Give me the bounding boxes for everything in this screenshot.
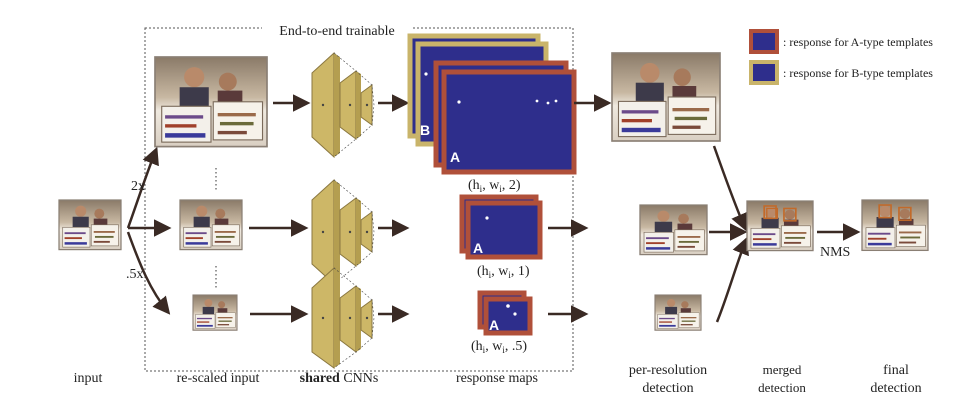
label-rescaled-input: re-scaled input	[177, 371, 260, 386]
per-resolution-detection-bot	[654, 294, 702, 331]
map-letter-a: A	[450, 149, 460, 165]
cnn-top	[311, 51, 375, 159]
response-map-mid: A	[459, 194, 543, 260]
trainable-title: End-to-end trainable	[279, 24, 394, 39]
map-bot-dimension: (hi, wi, .5)	[471, 339, 527, 355]
label-shared-cnns: shared CNNs	[300, 371, 379, 386]
cnn-bot	[311, 266, 375, 369]
legend-text-b: : response for B-type templates	[783, 66, 933, 80]
response-map-bot: A	[477, 290, 533, 336]
legend-text-a: : response for A-type templates	[783, 35, 933, 49]
label-per-resolution: per-resolution	[629, 363, 707, 378]
rescaled-input-05x	[192, 294, 238, 331]
legend-swatch-b	[749, 60, 779, 85]
label-merged: merged	[763, 362, 802, 377]
merged-detection	[746, 200, 814, 252]
label-input: input	[74, 371, 103, 386]
response-map-top: B A	[407, 33, 577, 175]
label-response-maps: response maps	[456, 371, 538, 386]
label-final: final	[883, 363, 909, 378]
legend-swatch-a	[749, 29, 779, 54]
scale-up-label: 2x	[131, 179, 145, 194]
map-letter-a: A	[473, 240, 483, 256]
rescaled-input-2x	[154, 56, 268, 148]
map-letter-a: A	[489, 317, 499, 333]
label-per-resolution-detection: detection	[642, 381, 693, 396]
label-final-detection: detection	[870, 381, 921, 396]
arrow-det-top-to-merged	[712, 145, 748, 232]
per-resolution-detection-top	[611, 52, 721, 142]
final-detection	[861, 199, 929, 252]
arrow-input-to-05x	[126, 231, 171, 315]
rescaled-input-1x	[179, 199, 243, 251]
scale-down-label: .5x	[126, 267, 144, 282]
arrow-det-bot-to-merged	[715, 236, 749, 323]
nms-label: NMS	[820, 245, 850, 260]
map-mid-dimension: (hi, wi, 1)	[477, 264, 530, 280]
input-image	[58, 199, 122, 251]
per-resolution-detection-mid	[639, 204, 708, 256]
label-merged-detection: detection	[758, 380, 806, 395]
cnn-layer	[311, 51, 340, 159]
cnn-mid	[311, 178, 375, 286]
map-top-dimension: (hi, wi, 2)	[468, 178, 521, 194]
map-letter-b: B	[420, 122, 430, 138]
arrow-input-to-2x	[126, 146, 159, 229]
